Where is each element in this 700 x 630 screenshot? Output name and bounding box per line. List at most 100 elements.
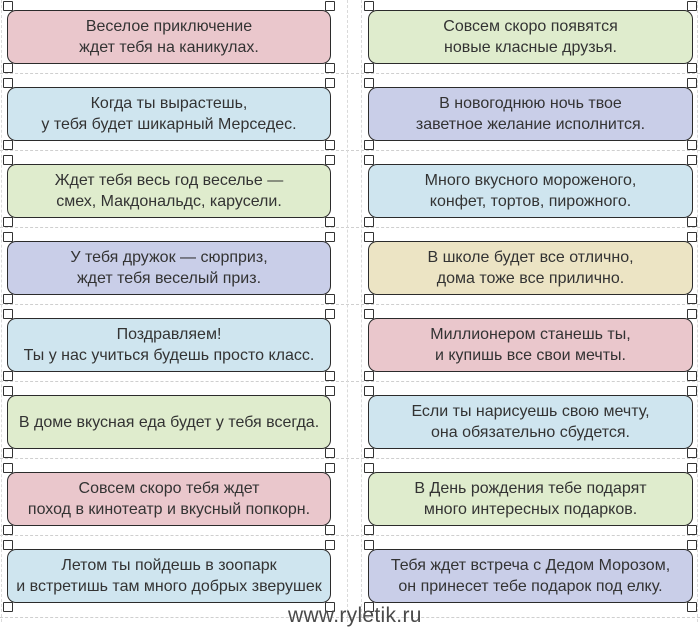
- watermark: www.ryletik.ru: [288, 604, 422, 627]
- fortune-text: Много вкусного мороженого, конфет, торто…: [424, 172, 637, 210]
- fortune-text: Совсем скоро появятся новые класные друз…: [443, 18, 618, 56]
- corner-cut-mark: [687, 140, 697, 150]
- fortune-card: Много вкусного мороженого, конфет, торто…: [364, 155, 697, 227]
- fortune-card: Тебя ждет встреча с Дедом Морозом, он пр…: [364, 540, 697, 612]
- corner-cut-mark: [687, 155, 697, 165]
- fortune-text: Миллионером станешь ты, и купишь все сво…: [430, 326, 631, 364]
- fortune-card: В доме вкусная еда будет у тебя всегда.: [3, 386, 335, 458]
- fortune-card: Совсем скоро появятся новые класные друз…: [364, 1, 697, 73]
- corner-cut-mark: [3, 78, 13, 88]
- corner-cut-mark: [687, 525, 697, 535]
- fortune-text: Поздравляем! Ты у нас учиться будешь про…: [23, 326, 315, 364]
- fortune-card: Совсем скоро тебя ждет поход в кинотеатр…: [3, 463, 335, 535]
- fortune-text: Совсем скоро тебя ждет поход в кинотеатр…: [27, 480, 311, 518]
- corner-cut-mark: [325, 463, 335, 473]
- corner-cut-mark: [3, 1, 13, 11]
- corner-cut-mark: [325, 1, 335, 11]
- corner-cut-mark: [3, 155, 13, 165]
- fortune-card: В школе будет все отлично, дома тоже все…: [364, 232, 697, 304]
- corner-cut-mark: [325, 540, 335, 550]
- corner-cut-mark: [364, 232, 374, 242]
- cut-line-horizontal: [0, 535, 700, 536]
- corner-cut-mark: [687, 540, 697, 550]
- corner-cut-mark: [325, 309, 335, 319]
- cut-line-vertical: [361, 0, 362, 622]
- fortune-text: У тебя дружок — сюрприз, ждет тебя весел…: [70, 249, 268, 287]
- corner-cut-mark: [687, 63, 697, 73]
- fortune-card: Поздравляем! Ты у нас учиться будешь про…: [3, 309, 335, 381]
- corner-cut-mark: [364, 386, 374, 396]
- corner-cut-mark: [3, 294, 13, 304]
- corner-cut-mark: [325, 78, 335, 88]
- corner-cut-mark: [687, 217, 697, 227]
- fortune-card: Если ты нарисуешь свою мечту, она обязат…: [364, 386, 697, 458]
- corner-cut-mark: [364, 140, 374, 150]
- corner-cut-mark: [3, 217, 13, 227]
- corner-cut-mark: [3, 525, 13, 535]
- corner-cut-mark: [687, 371, 697, 381]
- corner-cut-mark: [364, 63, 374, 73]
- cut-line-horizontal: [0, 150, 700, 151]
- corner-cut-mark: [325, 294, 335, 304]
- corner-cut-mark: [687, 294, 697, 304]
- corner-cut-mark: [3, 140, 13, 150]
- corner-cut-mark: [3, 371, 13, 381]
- corner-cut-mark: [325, 386, 335, 396]
- cut-line-vertical: [1, 0, 2, 622]
- corner-cut-mark: [364, 1, 374, 11]
- corner-cut-mark: [364, 448, 374, 458]
- cut-line-vertical: [347, 0, 348, 622]
- corner-cut-mark: [325, 63, 335, 73]
- corner-cut-mark: [687, 309, 697, 319]
- corner-cut-mark: [364, 217, 374, 227]
- corner-cut-mark: [325, 232, 335, 242]
- corner-cut-mark: [364, 294, 374, 304]
- cut-line-horizontal: [0, 458, 700, 459]
- corner-cut-mark: [364, 155, 374, 165]
- cut-line-horizontal: [0, 73, 700, 74]
- corner-cut-mark: [687, 448, 697, 458]
- fortune-text: В доме вкусная еда будет у тебя всегда.: [18, 413, 320, 431]
- corner-cut-mark: [325, 448, 335, 458]
- corner-cut-mark: [325, 525, 335, 535]
- corner-cut-mark: [687, 78, 697, 88]
- corner-cut-mark: [364, 309, 374, 319]
- fortune-text: В День рождения тебе подарят много интер…: [414, 480, 647, 518]
- cut-line-vertical: [697, 0, 698, 622]
- corner-cut-mark: [325, 371, 335, 381]
- corner-cut-mark: [364, 78, 374, 88]
- corner-cut-mark: [364, 540, 374, 550]
- corner-cut-mark: [3, 602, 13, 612]
- corner-cut-mark: [364, 463, 374, 473]
- corner-cut-mark: [325, 140, 335, 150]
- corner-cut-mark: [3, 386, 13, 396]
- cut-line-horizontal: [0, 617, 700, 618]
- fortune-card: В новогоднюю ночь твое заветное желание …: [364, 78, 697, 150]
- fortune-text: В школе будет все отлично, дома тоже все…: [427, 249, 634, 287]
- fortune-text: Ждет тебя весь год веселье — смех, Макдо…: [54, 172, 284, 210]
- corner-cut-mark: [325, 602, 335, 612]
- fortune-text: Когда ты вырастешь, у тебя будет шикарны…: [41, 95, 297, 133]
- fortune-text: Летом ты пойдешь в зоопарк и встретишь т…: [16, 557, 322, 595]
- corner-cut-mark: [364, 371, 374, 381]
- corner-cut-mark: [687, 232, 697, 242]
- corner-cut-mark: [364, 525, 374, 535]
- fortune-card: Когда ты вырастешь, у тебя будет шикарны…: [3, 78, 335, 150]
- corner-cut-mark: [3, 540, 13, 550]
- corner-cut-mark: [3, 232, 13, 242]
- corner-cut-mark: [364, 602, 374, 612]
- fortune-card: Летом ты пойдешь в зоопарк и встретишь т…: [3, 540, 335, 612]
- corner-cut-mark: [3, 463, 13, 473]
- fortune-text: Веселое приключение ждет тебя на каникул…: [79, 18, 259, 56]
- fortune-card: У тебя дружок — сюрприз, ждет тебя весел…: [3, 232, 335, 304]
- cut-line-horizontal: [0, 381, 700, 382]
- card-sheet: Веселое приключение ждет тебя на каникул…: [3, 0, 697, 616]
- cut-line-horizontal: [0, 227, 700, 228]
- fortune-card: Миллионером станешь ты, и купишь все сво…: [364, 309, 697, 381]
- corner-cut-mark: [325, 217, 335, 227]
- corner-cut-mark: [687, 386, 697, 396]
- fortune-text: Тебя ждет встреча с Дедом Морозом, он пр…: [390, 557, 671, 595]
- corner-cut-mark: [3, 63, 13, 73]
- fortune-card: Веселое приключение ждет тебя на каникул…: [3, 1, 335, 73]
- fortune-card: Ждет тебя весь год веселье — смех, Макдо…: [3, 155, 335, 227]
